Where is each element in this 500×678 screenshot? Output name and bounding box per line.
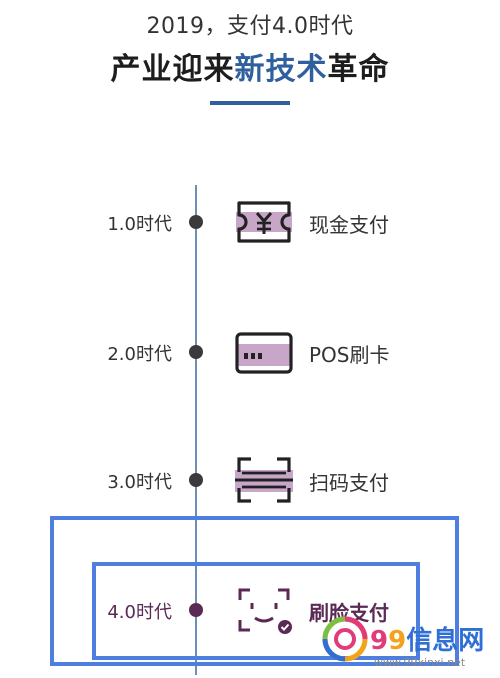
timeline-item-1: 1.0时代 现金支付 bbox=[0, 192, 500, 252]
page-title: 产业迎来新技术革命 bbox=[0, 44, 500, 88]
era-label: 2.0时代 bbox=[107, 344, 172, 365]
face-scan-icon bbox=[238, 588, 292, 634]
subtitle: 2019，支付4.0时代 bbox=[146, 14, 354, 39]
timeline-dot bbox=[189, 603, 203, 617]
timeline-dot bbox=[189, 215, 203, 229]
brand-num2: 9 bbox=[388, 626, 407, 656]
payment-method-label: POS刷卡 bbox=[309, 343, 390, 367]
watermark-brand: 99信息网 bbox=[370, 620, 484, 657]
timeline-dot bbox=[189, 473, 203, 487]
brand-text: 信息网 bbox=[406, 626, 485, 656]
timeline-dot bbox=[189, 345, 203, 359]
rainbow-logo-icon bbox=[322, 616, 368, 662]
era-label: 1.0时代 bbox=[107, 214, 172, 235]
timeline-item-2: 2.0时代 POS刷卡 bbox=[0, 322, 500, 382]
headline-highlight: 新技术 bbox=[234, 52, 328, 87]
qr-scan-icon bbox=[235, 457, 293, 503]
brand-num1: 9 bbox=[370, 626, 389, 656]
headline-part1: 产业迎来 bbox=[110, 52, 235, 87]
highlight-box-outer bbox=[50, 516, 459, 666]
title-underline bbox=[210, 101, 290, 105]
cash-yuan-ticket-icon bbox=[236, 201, 292, 243]
payment-method-label: 现金支付 bbox=[309, 213, 389, 237]
payment-method-label: 扫码支付 bbox=[309, 471, 389, 495]
era-label: 4.0时代 bbox=[107, 602, 172, 623]
timeline-item-3: 3.0时代 扫码支付 bbox=[0, 450, 500, 510]
timeline-line bbox=[195, 185, 197, 675]
watermark: 99信息网 www.99xinxi.net bbox=[322, 612, 497, 676]
era-label: 3.0时代 bbox=[107, 472, 172, 493]
watermark-url: www.99xinxi.net bbox=[374, 656, 466, 669]
highlight-box-inner bbox=[92, 562, 420, 660]
headline-part2: 革命 bbox=[327, 52, 390, 87]
timeline-item-4: 4.0时代 刷脸支付 bbox=[0, 580, 500, 640]
bank-card-icon bbox=[235, 332, 293, 374]
